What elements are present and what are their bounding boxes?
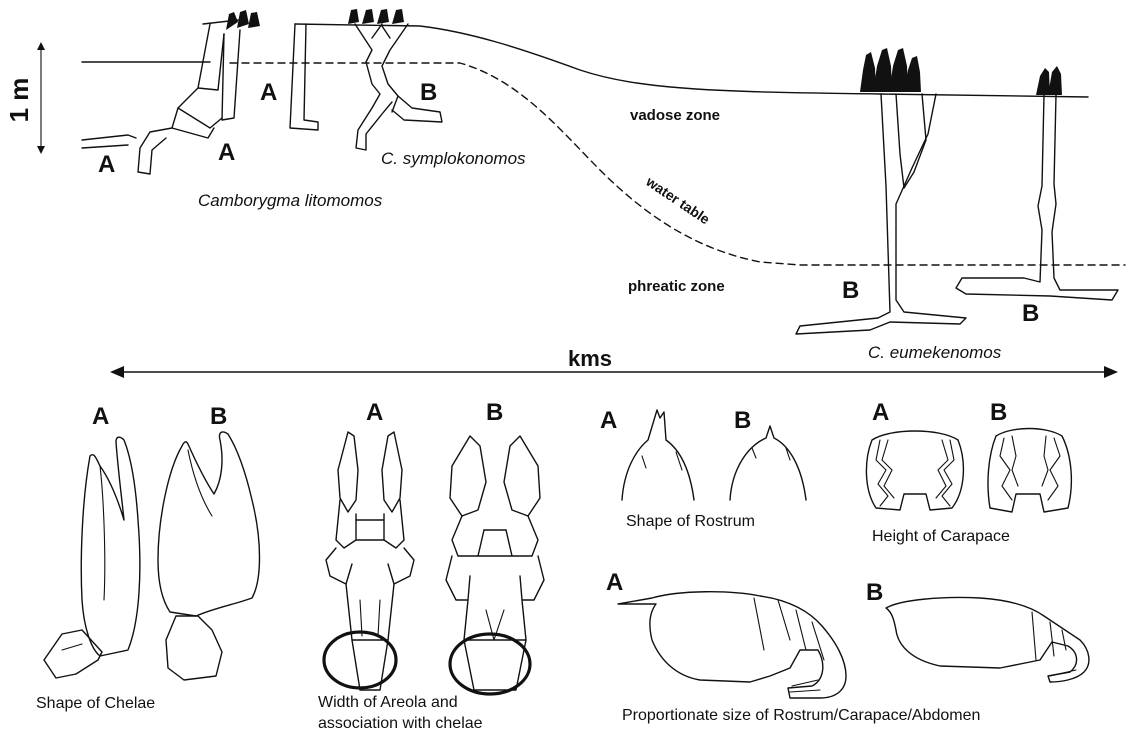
scale-label: 1 m — [4, 78, 34, 123]
rostrum-b-drawing — [730, 426, 806, 500]
areola-a-drawing — [324, 432, 414, 690]
areola-caption-line2: association with chelae — [318, 715, 483, 732]
carapace-a-label: A — [872, 399, 889, 426]
species-litomomos-label: Camborygma litomomos — [198, 191, 383, 210]
carapace-caption: Height of Carapace — [872, 528, 1010, 545]
areola-b-drawing — [446, 436, 544, 694]
areola-ring-b — [450, 634, 530, 694]
chelae-caption: Shape of Chelae — [36, 695, 155, 712]
burrow-type-b-1: B — [420, 79, 437, 106]
burrow-litomomos — [82, 24, 318, 174]
chelae-panel: A B Shape of Chelae — [36, 403, 260, 712]
burrow-type-a-1: A — [98, 151, 115, 178]
burrow-type-a-3: A — [260, 79, 277, 106]
distance-label: kms — [568, 346, 612, 371]
rostrum-a-drawing — [622, 410, 694, 500]
chelae-b-label: B — [210, 403, 227, 430]
arrow-right-icon — [1104, 366, 1118, 378]
chela-a-drawing — [44, 437, 140, 678]
arrow-left-icon — [110, 366, 124, 378]
species-symplokonomos-label: C. symplokonomos — [381, 149, 526, 168]
chelae-a-label: A — [92, 403, 109, 430]
scale-arrow-down-icon — [37, 146, 45, 154]
water-table-label: water table — [642, 173, 713, 228]
proportion-b-label: B — [866, 579, 883, 606]
carapace-b-drawing — [988, 429, 1071, 513]
areola-panel: A B Width of Areol — [318, 399, 544, 732]
areola-b-label: B — [486, 399, 503, 426]
phreatic-zone-label: phreatic zone — [628, 278, 725, 295]
ground-surface — [82, 24, 1088, 97]
chela-b-drawing — [158, 432, 260, 680]
carapace-a-drawing — [866, 431, 963, 510]
scale-bar: 1 m — [4, 42, 45, 154]
areola-a-label: A — [366, 399, 383, 426]
scale-arrow-up-icon — [37, 42, 45, 50]
burrow-type-b-3: B — [1022, 300, 1039, 327]
rostrum-a-label: A — [600, 407, 617, 434]
body-a-drawing — [618, 592, 846, 698]
vadose-zone-label: vadose zone — [630, 107, 720, 124]
carapace-panel: A B Height of Carapace — [866, 399, 1071, 545]
burrow-type-a-2: A — [218, 139, 235, 166]
species-eumekenomos-label: C. eumekenomos — [868, 343, 1002, 362]
rostrum-panel: A B Shape of Rostrum — [600, 407, 806, 530]
proportion-panel: A B Proportionate size of Rostrum/Carapa… — [606, 569, 1089, 724]
burrow-type-b-2: B — [842, 277, 859, 304]
vegetation-icons — [226, 9, 1062, 95]
proportion-a-label: A — [606, 569, 623, 596]
water-table-line — [230, 63, 1125, 265]
proportion-caption: Proportionate size of Rostrum/Carapace/A… — [622, 707, 980, 724]
rostrum-caption: Shape of Rostrum — [626, 513, 755, 530]
carapace-b-label: B — [990, 399, 1007, 426]
body-b-drawing — [886, 597, 1089, 682]
areola-caption-line1: Width of Areola and — [318, 694, 458, 711]
rostrum-b-label: B — [734, 407, 751, 434]
